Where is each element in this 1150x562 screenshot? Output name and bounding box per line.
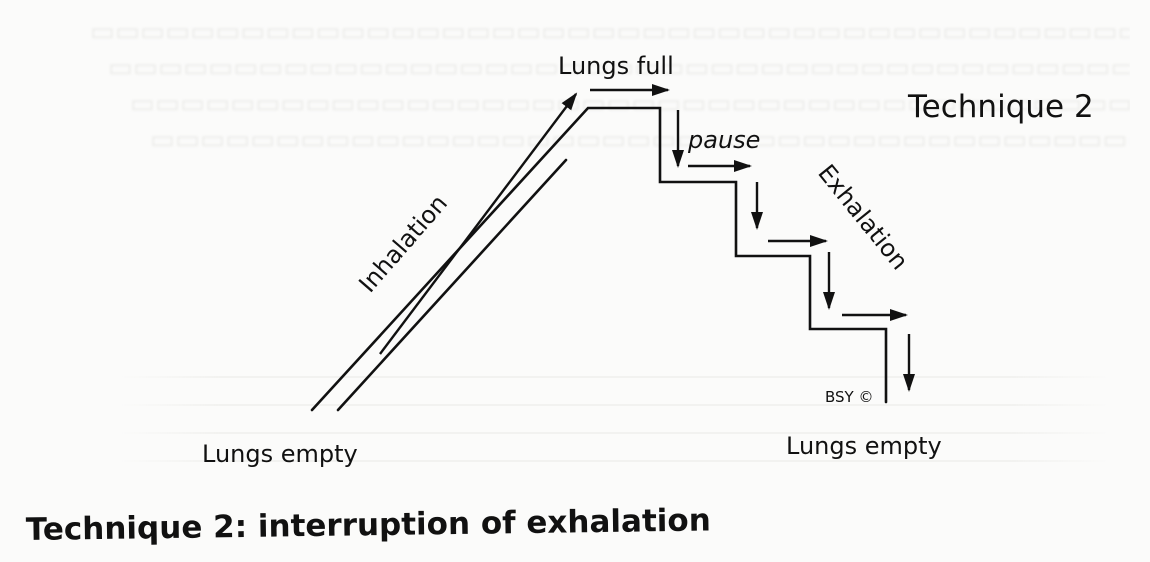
breath-path-inner [336,158,568,412]
lungs-empty-right-label: Lungs empty [786,432,942,460]
inhalation-arrow [379,92,578,355]
exhalation-label: Exhalation [812,159,913,275]
pause-label: pause [687,126,760,154]
lungs-full-label: Lungs full [558,52,674,80]
flow-arrows [379,84,915,392]
caption: Technique 2: interruption of exhalation [26,502,711,548]
bleed-row: ▭▭▭▭▭▭▭▭▭▭▭▭▭▭▭▭▭▭▭▭▭▭▭▭▭▭▭▭▭▭▭▭▭▭▭▭▭▭▭▭… [90,17,1130,47]
bleed-row: ▭▭▭▭▭▭▭▭▭▭▭▭▭▭▭▭▭▭▭▭▭▭▭▭▭▭▭▭▭▭▭▭▭▭▭▭▭▭▭▭… [130,89,1130,119]
corner-title: Technique 2 [907,89,1094,125]
bleed-row: ▭▭▭▭▭▭▭▭▭▭▭▭▭▭▭▭▭▭▭▭▭▭▭▭▭▭▭▭▭▭▭▭▭▭▭▭▭▭▭▭ [150,125,1130,155]
lungs-empty-left-label: Lungs empty [202,440,358,468]
bleed-line [120,432,1110,434]
background-bleed-lines [120,350,1110,490]
bleed-row: ▭▭▭▭▭▭▭▭▭▭▭▭▭▭▭▭▭▭▭▭▭▭▭▭▭▭▭▭▭▭▭▭▭▭▭▭▭▭▭▭… [108,53,1130,83]
bleed-line [120,404,1110,406]
inhalation-label: Inhalation [353,189,453,298]
copyright-mark: BSY © [825,388,873,406]
breath-path [310,106,888,412]
background-bleed-through: ▭▭▭▭▭▭▭▭▭▭▭▭▭▭▭▭▭▭▭▭▭▭▭▭▭▭▭▭▭▭▭▭▭▭▭▭▭▭▭▭… [90,14,1130,158]
bleed-line [120,376,1110,378]
bleed-line [120,460,1110,462]
breath-path-outer [310,106,888,412]
